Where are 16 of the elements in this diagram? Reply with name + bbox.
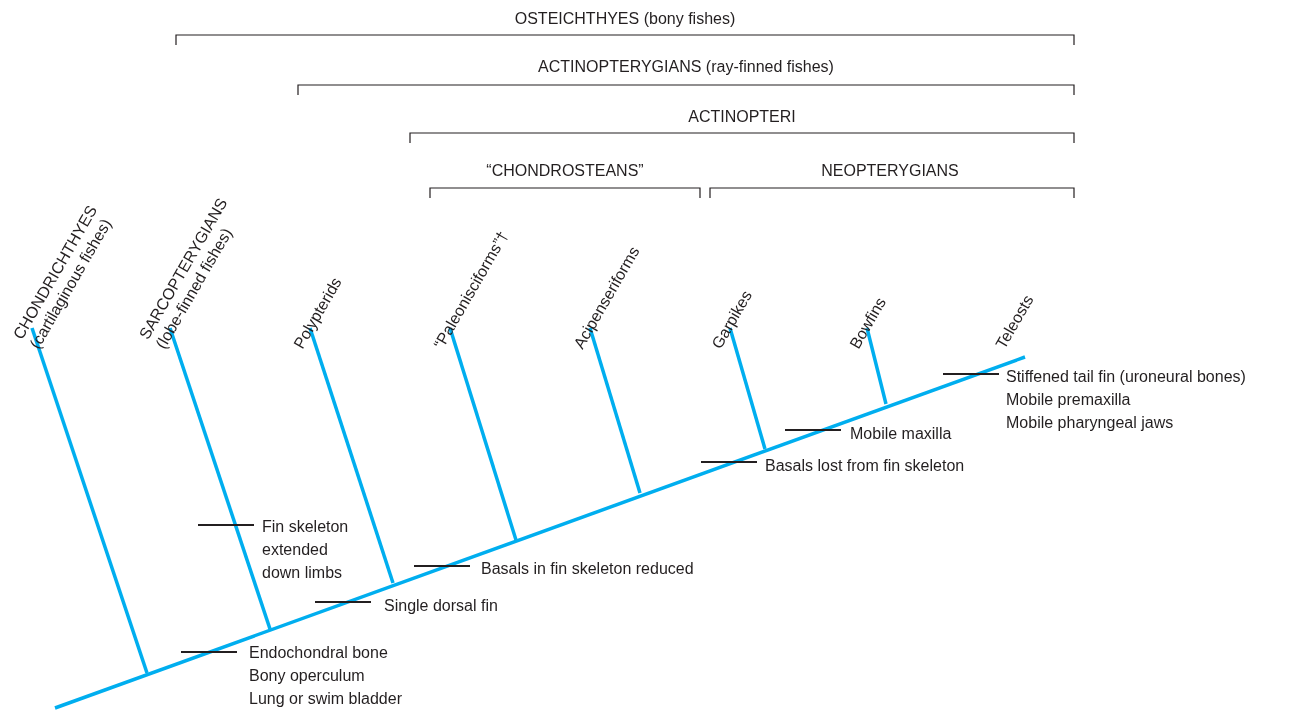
clade-label: “CHONDROSTEANS” [486, 161, 644, 181]
character-label: Mobile maxilla [850, 424, 952, 444]
clade-label: OSTEICHTHYES (bony fishes) [514, 9, 736, 29]
character-label: Lung or swim bladder [249, 689, 402, 709]
character-label: Bony operculum [249, 666, 365, 686]
clade-label: ACTINOPTERI [688, 107, 796, 127]
clade-label: NEOPTERYGIANS [821, 161, 959, 181]
character-label: Basals lost from fin skeleton [765, 456, 965, 476]
character-label: Fin skeleton extended down limbs [262, 517, 350, 583]
character-label: Mobile premaxilla [1006, 390, 1131, 410]
character-label: Stiffened tail fin (uroneural bones) [1006, 367, 1246, 387]
character-label: Mobile pharyngeal jaws [1006, 413, 1174, 433]
character-label: Single dorsal fin [384, 596, 498, 616]
character-label: Endochondral bone [249, 643, 388, 663]
clade-label: ACTINOPTERYGIANS (ray-finned fishes) [538, 57, 834, 77]
character-label: Basals in fin skeleton reduced [481, 559, 694, 579]
